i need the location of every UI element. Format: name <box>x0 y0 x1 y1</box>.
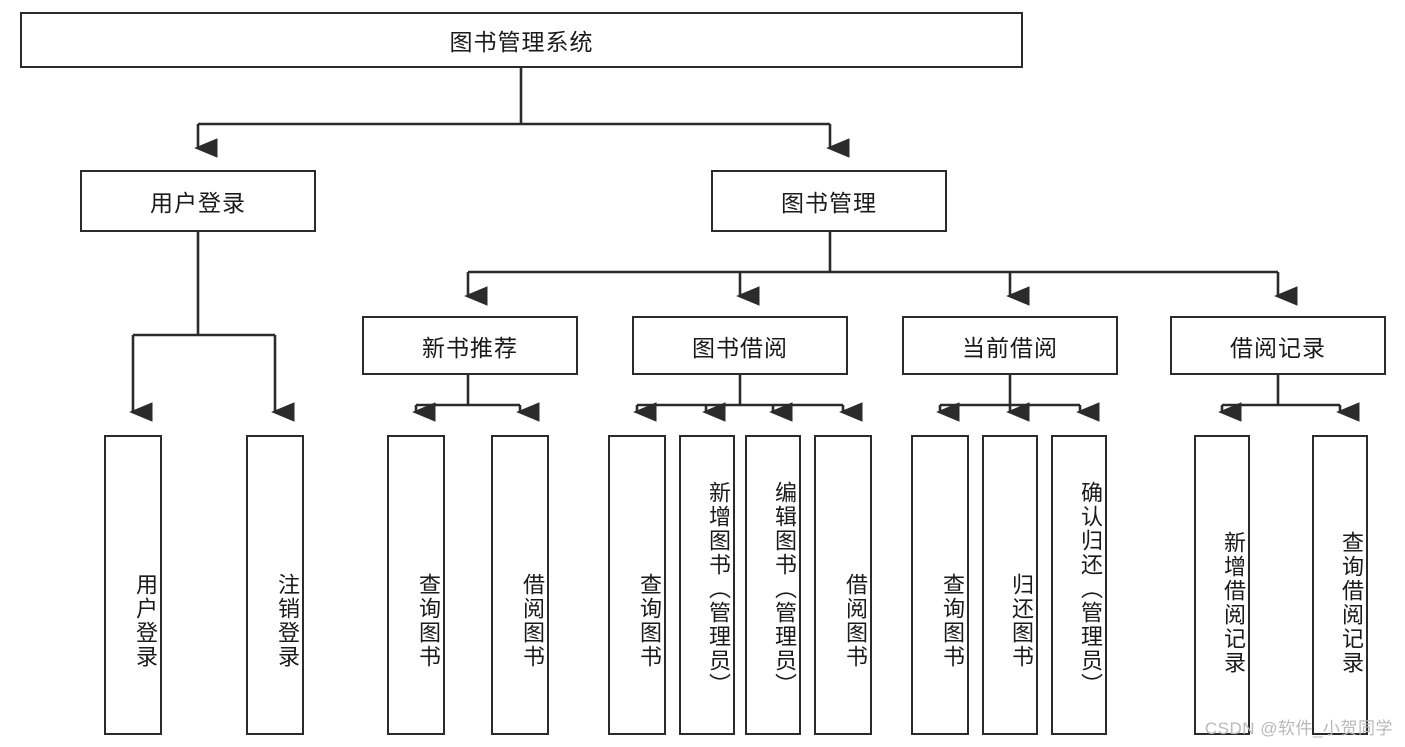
node-label: 编辑图书（管理员） <box>772 481 797 697</box>
leaf-borrow-book-recommend[interactable]: 借阅图书 <box>491 435 549 735</box>
leaf-add-borrow-record[interactable]: 新增借阅记录 <box>1194 435 1250 735</box>
node-borrow-record[interactable]: 借阅记录 <box>1170 316 1386 375</box>
leaf-logout-login[interactable]: 注销登录 <box>246 435 304 735</box>
node-label: 图书管理 <box>781 190 877 216</box>
node-label: 用户登录 <box>133 573 158 669</box>
node-label: 新增图书（管理员） <box>706 481 731 697</box>
node-label: 图书管理系统 <box>449 29 594 55</box>
leaf-query-book-borrow[interactable]: 查询图书 <box>608 435 666 735</box>
node-label: 查询图书 <box>940 573 965 669</box>
node-label: 用户登录 <box>150 190 246 216</box>
node-label: 当前借阅 <box>962 334 1058 361</box>
leaf-add-book[interactable]: 新增图书（管理员） <box>679 435 735 735</box>
leaf-user-login[interactable]: 用户登录 <box>104 435 162 735</box>
node-label: 新增借阅记录 <box>1221 531 1246 675</box>
node-book-manage[interactable]: 图书管理 <box>711 170 947 232</box>
node-label: 借阅记录 <box>1230 334 1326 361</box>
leaf-query-book-recommend[interactable]: 查询图书 <box>387 435 445 735</box>
node-book-borrow[interactable]: 图书借阅 <box>632 316 848 375</box>
node-label: 图书借阅 <box>692 334 788 361</box>
node-label: 借阅图书 <box>843 573 868 669</box>
leaf-borrow-book[interactable]: 借阅图书 <box>814 435 872 735</box>
node-new-book-recommend[interactable]: 新书推荐 <box>362 316 578 375</box>
node-label: 新书推荐 <box>422 334 518 361</box>
leaf-edit-book[interactable]: 编辑图书（管理员） <box>745 435 801 735</box>
leaf-query-book-current[interactable]: 查询图书 <box>911 435 969 735</box>
node-label: 注销登录 <box>275 573 300 669</box>
node-label: 借阅图书 <box>520 573 545 669</box>
node-label: 查询图书 <box>416 573 441 669</box>
node-label: 查询借阅记录 <box>1339 531 1364 675</box>
node-label: 确认归还（管理员） <box>1078 481 1103 697</box>
node-user-login[interactable]: 用户登录 <box>80 170 316 232</box>
node-label: 查询图书 <box>637 573 662 669</box>
node-current-borrow[interactable]: 当前借阅 <box>902 316 1118 375</box>
leaf-confirm-return[interactable]: 确认归还（管理员） <box>1051 435 1107 735</box>
watermark-text: CSDN @软件_小贺同学 <box>1204 719 1393 738</box>
leaf-query-borrow-record[interactable]: 查询借阅记录 <box>1312 435 1368 735</box>
node-root-system[interactable]: 图书管理系统 <box>20 12 1023 68</box>
node-label: 归还图书 <box>1009 573 1034 669</box>
leaf-return-book[interactable]: 归还图书 <box>982 435 1038 735</box>
